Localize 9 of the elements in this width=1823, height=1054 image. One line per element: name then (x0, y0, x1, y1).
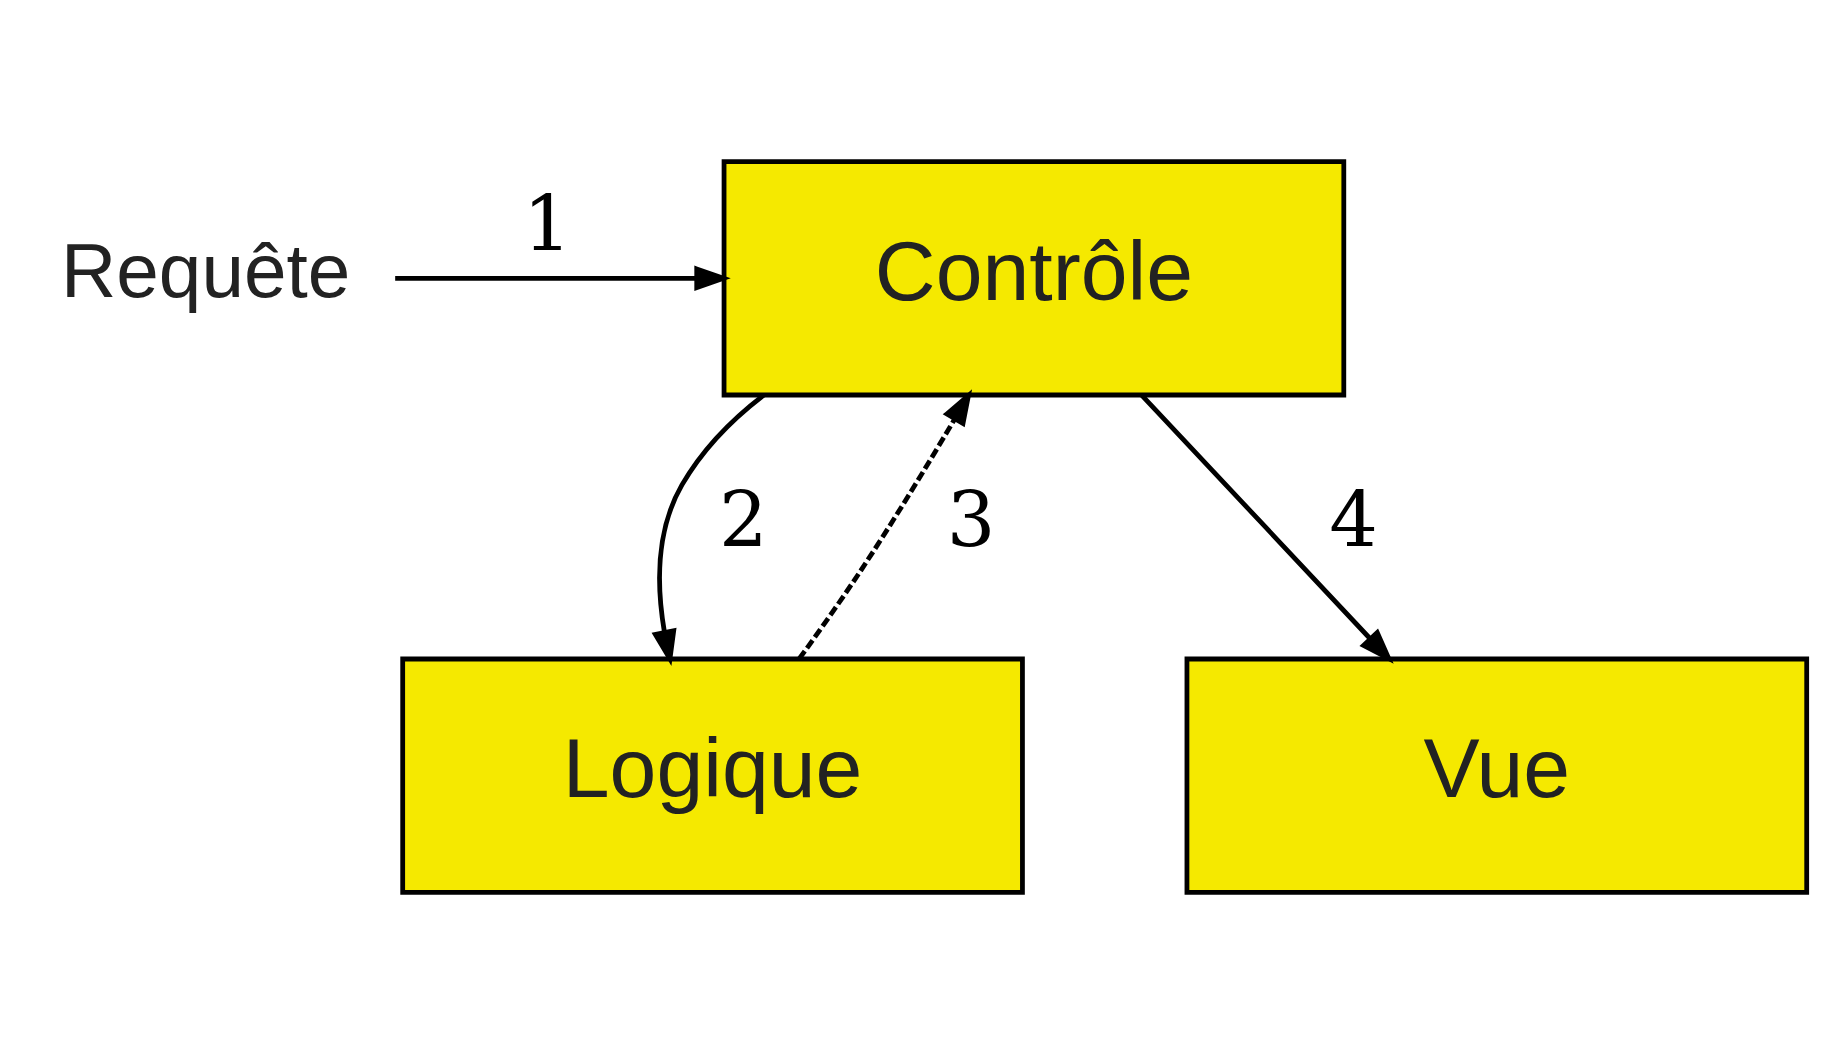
node-text: Requête (61, 228, 351, 314)
node-box: Logique (400, 656, 1025, 895)
arrow (395, 265, 731, 292)
node-box: Contrôle (721, 159, 1347, 398)
node-box: Vue (1184, 656, 1810, 895)
edge-label: 1 (523, 178, 572, 268)
edge-label: 4 (1329, 475, 1378, 565)
edge-label: 2 (719, 475, 768, 565)
edge-label: 3 (946, 475, 996, 565)
